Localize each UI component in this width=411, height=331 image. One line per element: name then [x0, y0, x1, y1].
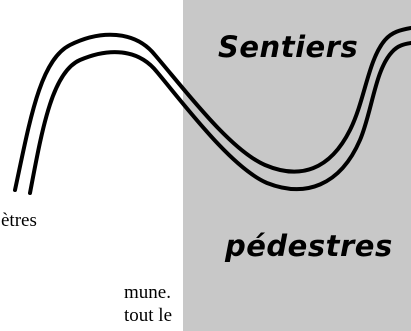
gray-panel: [183, 0, 411, 331]
title-sentiers: Sentiers: [218, 30, 359, 64]
trail-outer-line: [13, 26, 411, 192]
title-pedestres: pédestres: [225, 229, 393, 263]
body-text-fragment-1: ètres: [1, 210, 37, 231]
trail-inner-line: [28, 41, 411, 195]
body-text-fragment-3: tout le: [124, 305, 173, 326]
body-text-fragment-2: mune.: [124, 282, 171, 303]
